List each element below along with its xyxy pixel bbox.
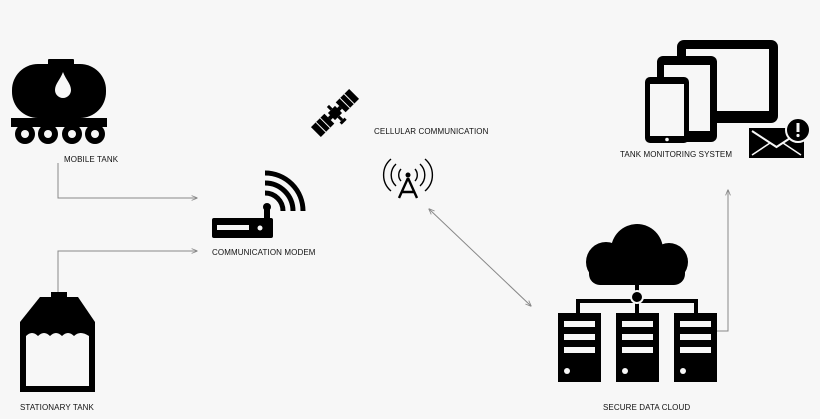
communication-modem-label: COMMUNICATION MODEM [212,248,316,257]
server-left [558,313,601,382]
devices-icon [645,40,778,143]
server-middle [616,313,659,382]
email-alert-icon [749,117,811,158]
mobile-to-modem-connector [57,163,197,198]
cloud-to-monitor-connector [717,190,728,332]
stationary-tank-label: STATIONARY TANK [20,403,94,412]
mobile-tank-label: MOBILE TANK [64,155,119,164]
modem-icon [212,170,306,238]
satellite-icon [310,88,360,138]
cloud-server-icon [558,224,717,382]
stationary-tank-icon [20,292,95,392]
connectors [57,163,728,332]
tank-monitoring-system-label: TANK MONITORING SYSTEM [620,150,733,159]
secure-data-cloud-label: SECURE DATA CLOUD [603,403,691,412]
stationary-to-modem-connector [57,251,197,300]
cell-tower-icon [382,158,434,199]
tower-cloud-connector [429,209,531,306]
cellular-communication-label: CELLULAR COMMUNICATION [374,127,489,136]
tanker-truck-icon [11,59,107,144]
server-right [674,313,717,382]
